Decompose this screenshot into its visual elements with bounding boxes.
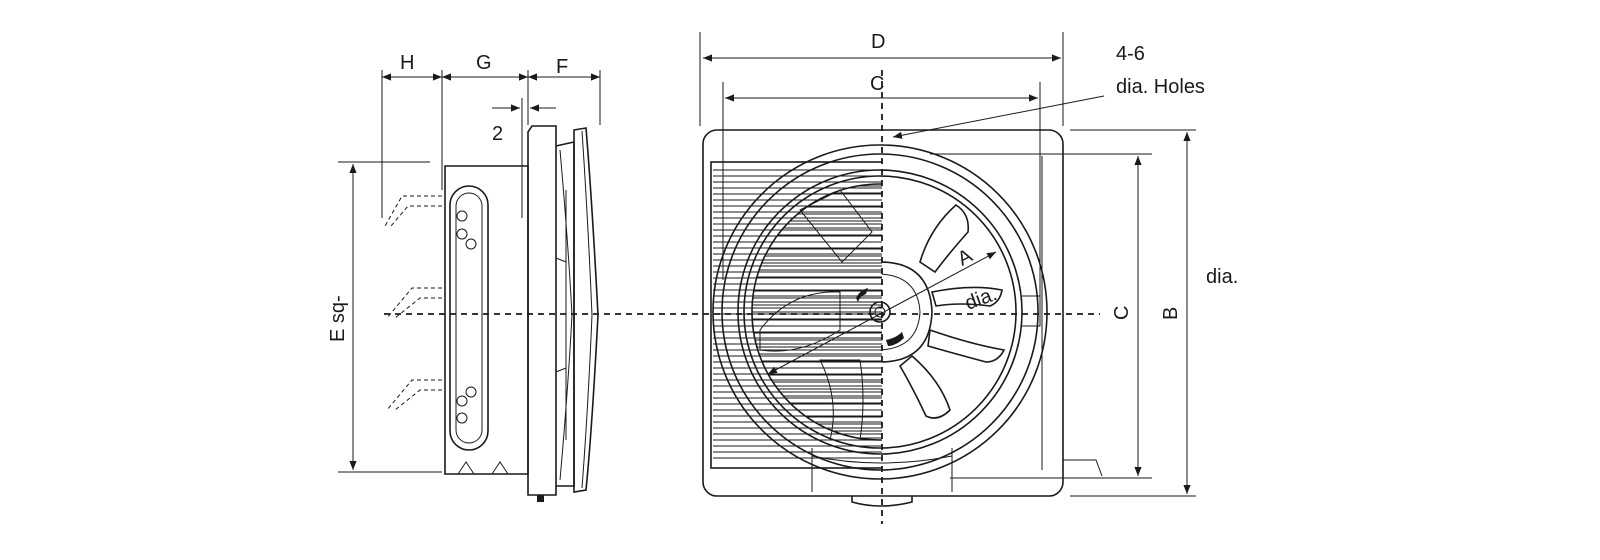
grille-half: [710, 144, 882, 480]
label-holes-count: 4-6: [1116, 43, 1145, 65]
label-g: G: [476, 52, 492, 74]
front-dimensions: [699, 32, 1196, 497]
label-gap: 2: [492, 123, 503, 145]
label-holes: dia. Holes: [1116, 76, 1205, 98]
front-view: [384, 70, 1103, 524]
label-a: A: [954, 244, 977, 270]
label-h: H: [400, 52, 414, 74]
label-b: B: [1160, 307, 1182, 320]
label-f: F: [556, 56, 568, 78]
label-c-right: C: [1111, 306, 1133, 320]
label-e: E sq-: [327, 295, 349, 342]
side-view: [338, 70, 601, 502]
label-c-top: C: [870, 73, 884, 95]
label-d: D: [871, 31, 885, 53]
label-dia-b: dia.: [1206, 266, 1238, 288]
